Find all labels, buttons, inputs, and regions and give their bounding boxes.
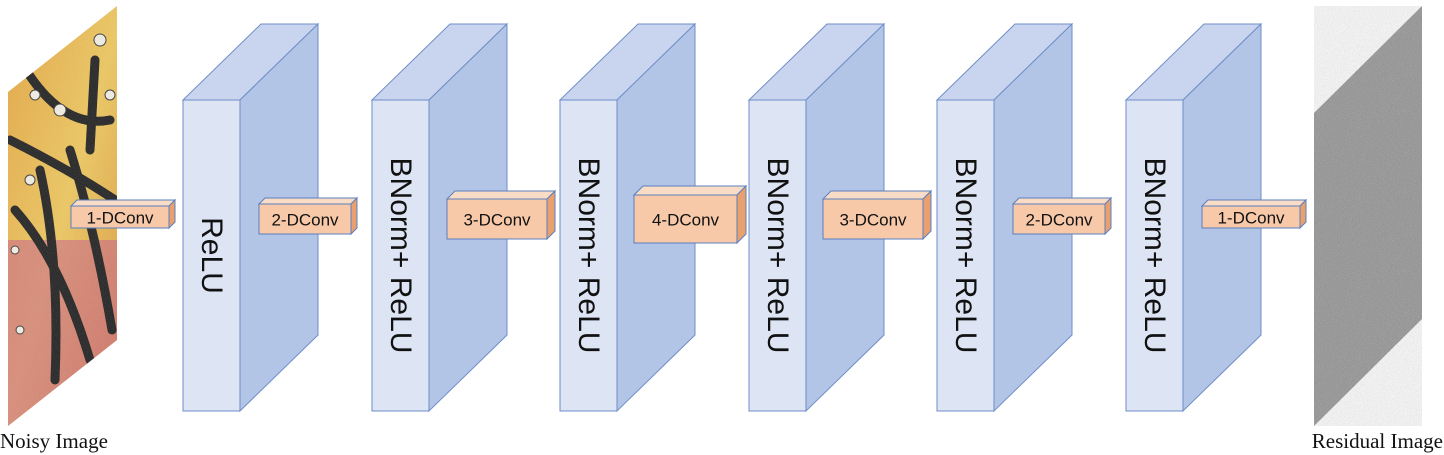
layer-block-4: BNorm+ ReLU	[747, 22, 886, 413]
conv-block-front-face	[70, 205, 170, 229]
layer-block-front-face	[748, 99, 807, 412]
conv-block-5: 3-DConv	[821, 189, 933, 241]
conv-label: 3-DConv	[839, 211, 907, 230]
conv-block-side-face	[1104, 196, 1112, 236]
conv-block-side-face	[546, 189, 556, 241]
conv-block-top-face	[257, 197, 359, 205]
layer-label: BNorm+ ReLU	[572, 158, 605, 354]
output-caption: Residual Image	[1312, 429, 1443, 453]
conv-block-front-face	[822, 198, 924, 240]
conv-block-4: 4-DConv	[632, 184, 748, 245]
layer-block-front-face	[1125, 99, 1184, 412]
conv-block-top-face	[632, 185, 748, 196]
conv-block-top-face	[445, 190, 557, 200]
conv-label: 3-DConv	[463, 211, 531, 230]
layer-block-front-face	[559, 99, 618, 412]
residual-output-image	[1314, 6, 1422, 426]
layer-block-front-face	[371, 99, 430, 412]
conv-block-front-face	[446, 198, 548, 240]
layer-label: BNorm+ ReLU	[384, 158, 417, 354]
conv-block-7: 1-DConv	[1200, 198, 1308, 230]
layer-block-front-face	[936, 99, 995, 412]
conv-block-top-face	[69, 199, 177, 207]
layer-block-6: BNorm+ ReLU	[1124, 22, 1263, 413]
conv-block-front-face	[1012, 203, 1106, 235]
layer-label: BNorm+ ReLU	[761, 158, 794, 354]
conv-block-top-face	[821, 190, 933, 200]
conv-block-2: 2-DConv	[257, 196, 359, 236]
conv-block-1: 1-DConv	[69, 198, 177, 230]
conv-block-6: 2-DConv	[1011, 196, 1113, 236]
conv-block-front-face	[633, 194, 738, 244]
conv-label: 4-DConv	[652, 211, 720, 230]
noisy-input-image	[8, 6, 117, 426]
conv-block-front-face	[1201, 205, 1301, 229]
layer-label: ReLU	[195, 217, 228, 294]
layer-block-front-face	[182, 99, 241, 412]
conv-block-side-face	[736, 184, 747, 245]
layer-label: BNorm+ ReLU	[1138, 158, 1171, 354]
conv-block-3: 3-DConv	[445, 189, 557, 241]
conv-label: 1-DConv	[86, 209, 154, 228]
conv-block-side-face	[922, 189, 932, 241]
layer-block-5: BNorm+ ReLU	[935, 22, 1074, 413]
conv-block-top-face	[1200, 199, 1308, 207]
layer-label: BNorm+ ReLU	[949, 158, 982, 354]
conv-block-front-face	[258, 203, 352, 235]
conv-block-top-face	[1011, 197, 1113, 205]
conv-label: 2-DConv	[1025, 211, 1093, 230]
conv-label: 2-DConv	[271, 211, 339, 230]
input-caption: Noisy Image	[0, 429, 108, 453]
conv-label: 1-DConv	[1217, 209, 1285, 228]
conv-block-side-face	[350, 196, 358, 236]
